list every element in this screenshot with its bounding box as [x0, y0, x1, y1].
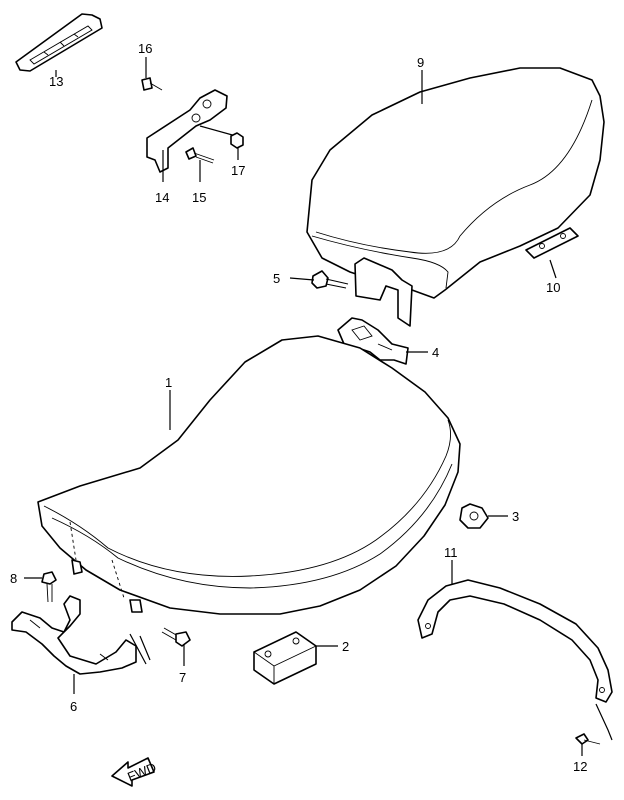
callout-5: 5 — [273, 271, 280, 286]
callout-15: 15 — [192, 190, 206, 205]
callout-14: 14 — [155, 190, 169, 205]
callout-6: 6 — [70, 699, 77, 714]
callout-4: 4 — [432, 345, 439, 360]
callout-12: 12 — [573, 759, 587, 774]
holder-icon — [146, 89, 237, 173]
callout-13: 13 — [49, 74, 63, 89]
seat-bracket-icon — [11, 595, 151, 675]
callout-7: 7 — [179, 670, 186, 685]
nut-icon — [230, 132, 244, 149]
callout-1: 1 — [165, 375, 172, 390]
callout-3: 3 — [512, 509, 519, 524]
callout-16: 16 — [138, 41, 152, 56]
callout-labels: 1 2 3 4 5 6 7 8 9 10 11 12 13 14 15 16 1… — [10, 41, 587, 774]
callout-17: 17 — [231, 163, 245, 178]
front-seat-icon — [37, 335, 461, 615]
fwd-arrow-text: FWD — [125, 760, 158, 785]
fwd-arrow-icon: FWD — [111, 757, 158, 787]
leader-lines — [24, 57, 583, 756]
nut-icon — [459, 503, 489, 529]
bolt-icon — [41, 571, 57, 603]
callout-8: 8 — [10, 571, 17, 586]
bolt-icon — [311, 270, 349, 289]
bolt-icon — [185, 147, 215, 164]
callout-10: 10 — [546, 280, 560, 295]
rubber-cushion-icon — [253, 631, 317, 685]
bolt-icon — [141, 77, 163, 91]
callout-11: 11 — [444, 545, 458, 560]
callout-2: 2 — [342, 639, 349, 654]
rear-seat-icon — [306, 67, 605, 327]
plate-icon — [525, 227, 579, 259]
screw-icon — [575, 733, 601, 745]
bolt-icon — [161, 627, 191, 647]
handle-icon — [15, 13, 103, 72]
seat-strap-icon — [417, 579, 613, 741]
callout-9: 9 — [417, 55, 424, 70]
